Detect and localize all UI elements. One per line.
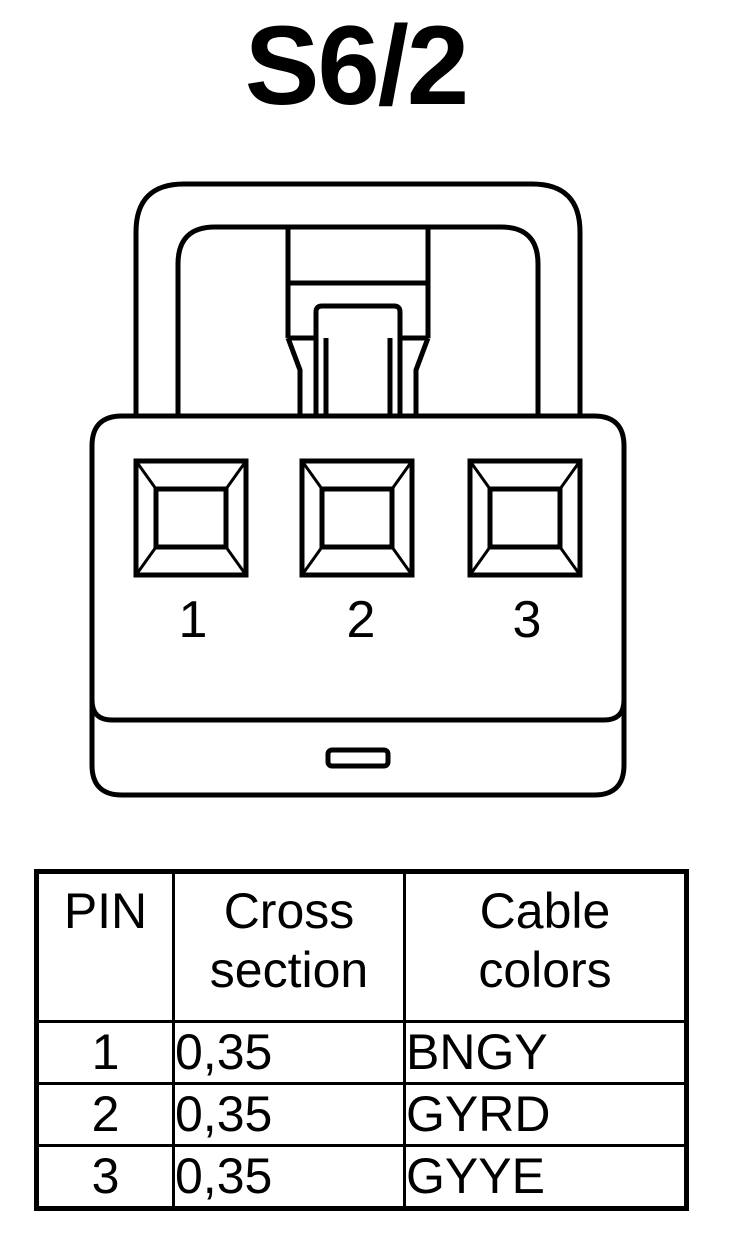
- latch-tab-lower: [285, 303, 431, 416]
- pin-assignment-table: PIN Cross section Cable colors 1 0,35 BN…: [34, 869, 689, 1211]
- table-row: 1 0,35 BNGY: [35, 1020, 688, 1085]
- header-pin: PIN: [35, 870, 175, 1023]
- cell-cable-colors: GYRD: [403, 1082, 688, 1147]
- cell-cross-section: 0,35: [172, 1020, 406, 1085]
- header-pin-label: PIN: [63, 883, 148, 939]
- table-row: 2 0,35 GYRD: [35, 1082, 688, 1147]
- cell-pin: 3: [35, 1144, 175, 1210]
- connector-body: [89, 413, 627, 798]
- header-cross-section: Cross section: [172, 870, 406, 1023]
- latch-loop-outer: [133, 181, 583, 416]
- header-colors-line1: Cable: [479, 883, 611, 939]
- cell-cross-section: 0,35: [172, 1144, 406, 1210]
- latch-tab-upper: [285, 227, 431, 338]
- connector-body-band: [89, 699, 627, 723]
- cell-cross-section: 0,35: [172, 1082, 406, 1147]
- cell-pin: 2: [35, 1082, 175, 1147]
- header-cable-colors: Cable colors: [403, 870, 688, 1023]
- latch-loop-inner: [175, 224, 541, 416]
- table-header-row: PIN Cross section Cable colors: [35, 870, 688, 1023]
- cell-pin: 1: [35, 1020, 175, 1085]
- pin-cavity-2: [299, 458, 415, 578]
- header-cross-line1: Cross: [223, 883, 355, 939]
- pin-number-1: 1: [179, 591, 208, 649]
- header-cross-line2: section: [209, 942, 369, 998]
- pin-number-2: 2: [347, 591, 376, 649]
- pin-number-3: 3: [513, 591, 542, 649]
- pin-cavity-3: [467, 458, 583, 578]
- cell-cable-colors: GYYE: [403, 1144, 688, 1210]
- cell-cable-colors: BNGY: [403, 1020, 688, 1085]
- table-row: 3 0,35 GYYE: [35, 1144, 688, 1210]
- key-slot: [325, 747, 391, 769]
- pin-cavity-1: [133, 458, 249, 578]
- header-colors-line2: colors: [478, 942, 612, 998]
- connector-title: S6/2: [244, 3, 469, 128]
- connector-diagram: 1 2 3: [89, 181, 627, 798]
